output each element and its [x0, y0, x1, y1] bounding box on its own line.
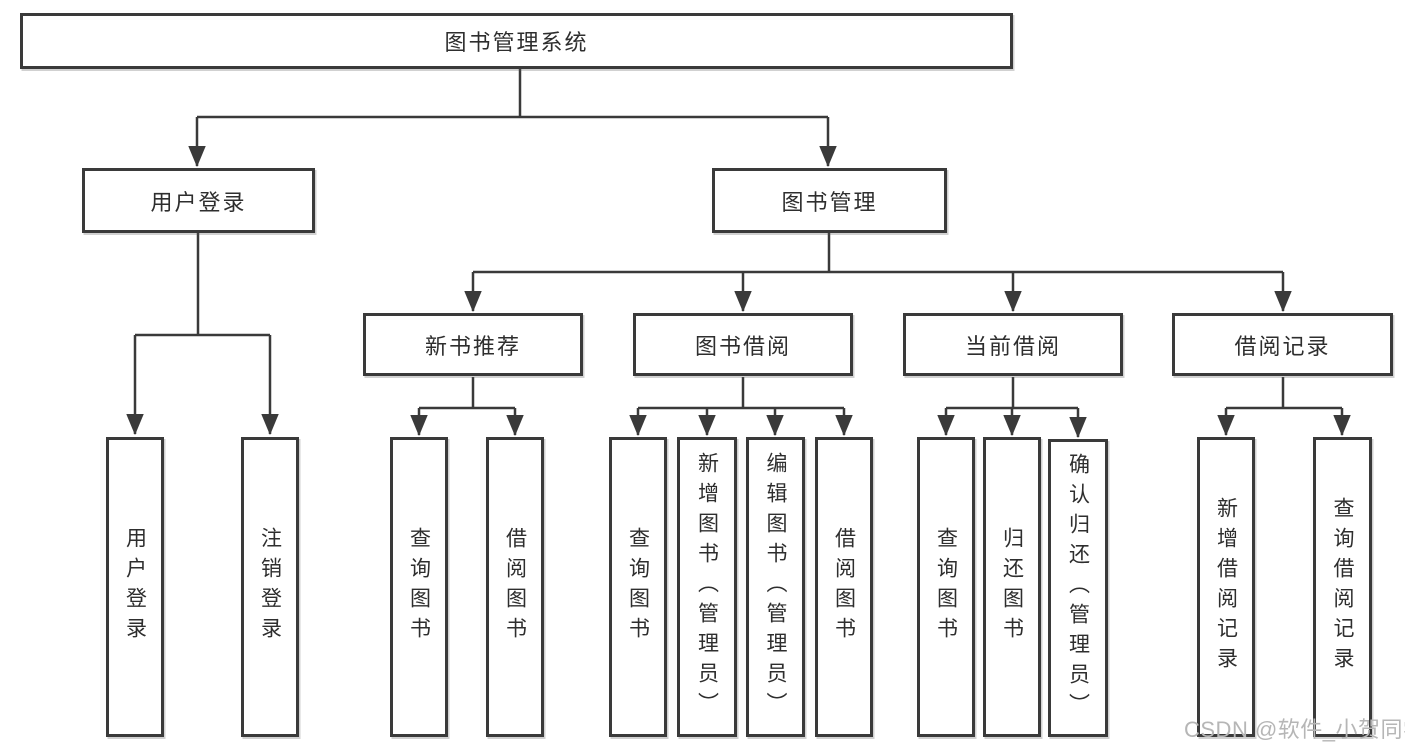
node-current-borrow: 当前借阅 — [903, 313, 1123, 376]
leaf-label: 归还图书 — [1000, 527, 1024, 647]
leaf-user-login: 用户登录 — [106, 437, 164, 737]
node-borrow-records: 借阅记录 — [1172, 313, 1393, 376]
leaf-query-borrow-record: 查询借阅记录 — [1313, 437, 1372, 737]
node-label: 用户登录 — [150, 189, 247, 215]
node-book-borrow: 图书借阅 — [633, 313, 853, 376]
leaf-label: 借阅图书 — [832, 527, 856, 647]
node-label: 图书管理 — [781, 189, 878, 215]
leaf-return-book: 归还图书 — [983, 437, 1041, 737]
node-book-management: 图书管理 — [712, 168, 947, 233]
leaf-label: 用户登录 — [123, 527, 147, 647]
leaf-query-books-current: 查询图书 — [917, 437, 975, 737]
node-label: 图书借阅 — [694, 333, 791, 359]
connector-book-borrow-to-leaves — [629, 377, 853, 437]
leaf-add-borrow-record: 新增借阅记录 — [1197, 437, 1255, 737]
leaf-add-book-admin: 新增图书（管理员） — [677, 437, 737, 737]
leaf-label: 查询借阅记录 — [1331, 497, 1354, 677]
connector-new-books-to-leaves — [410, 377, 524, 437]
watermark: CSDN @软件_小贺同学 — [1184, 717, 1405, 742]
leaf-label: 编辑图书（管理员） — [764, 452, 787, 722]
leaf-query-books-recommend: 查询图书 — [390, 437, 448, 737]
node-label: 图书管理系统 — [444, 30, 589, 55]
leaf-label: 确认归还（管理员） — [1066, 453, 1090, 723]
leaf-label: 注销登录 — [258, 527, 282, 647]
leaf-confirm-return-admin: 确认归还（管理员） — [1048, 439, 1108, 737]
connector-root-to-level2 — [188, 69, 837, 168]
leaf-label: 新增借阅记录 — [1214, 497, 1238, 677]
connector-borrow-records-to-leaves — [1217, 377, 1351, 437]
node-root: 图书管理系统 — [20, 13, 1013, 69]
leaf-edit-book-admin: 编辑图书（管理员） — [746, 437, 805, 737]
leaf-label: 新增图书（管理员） — [695, 452, 719, 722]
leaf-borrow-books: 借阅图书 — [815, 437, 873, 737]
node-label: 当前借阅 — [964, 333, 1061, 359]
leaf-borrow-books-recommend: 借阅图书 — [486, 437, 544, 737]
leaf-label: 查询图书 — [626, 527, 650, 647]
connector-user-login-to-leaves — [126, 233, 279, 436]
connector-book-mgmt-to-level3 — [464, 233, 1292, 313]
node-label: 借阅记录 — [1234, 333, 1331, 359]
leaf-label: 查询图书 — [934, 527, 958, 647]
leaf-label: 查询图书 — [407, 527, 431, 647]
node-user-login: 用户登录 — [82, 168, 315, 233]
leaf-logout: 注销登录 — [241, 437, 299, 737]
leaf-label: 借阅图书 — [503, 527, 527, 647]
leaf-query-books-borrow: 查询图书 — [609, 437, 667, 737]
node-new-book-recommend: 新书推荐 — [363, 313, 583, 376]
connector-current-borrow-to-leaves — [937, 377, 1087, 439]
node-label: 新书推荐 — [424, 333, 521, 359]
